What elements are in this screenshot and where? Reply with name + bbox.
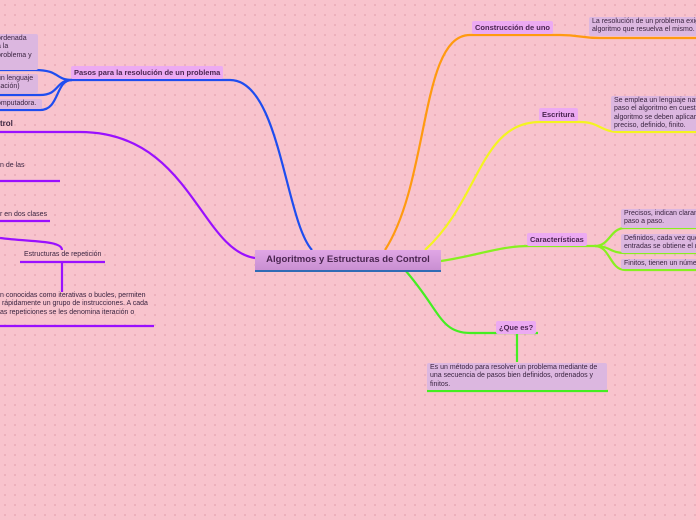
control-item-1[interactable]: n de las (0, 162, 25, 169)
node-caracteristicas[interactable]: Características (527, 233, 587, 246)
root-node[interactable]: Algoritmos y Estructuras de Control (255, 250, 441, 272)
pasos-item-1[interactable]: ordenada a la problema y (0, 34, 38, 70)
repeticion-text[interactable]: n conocidas como iterativas o bucles, pe… (0, 292, 148, 316)
caracteristicas-item-1[interactable]: Precisos, indican claram paso a paso. (621, 209, 696, 228)
node-escritura[interactable]: Escritura (539, 108, 578, 121)
node-que-es[interactable]: ¿Que es? (496, 321, 537, 334)
escritura-text[interactable]: Se emplea un lenguaje nat paso el algori… (611, 96, 696, 132)
caracteristicas-item-2[interactable]: Definidos, cada vez que entradas se obti… (621, 234, 696, 253)
caracteristicas-item-3[interactable]: Finitos, tienen un núme (621, 259, 696, 270)
node-control[interactable]: trol (0, 119, 13, 128)
construccion-text[interactable]: La resolución de un problema exig algori… (589, 17, 696, 36)
control-item-2[interactable]: r en dos clases (0, 211, 48, 218)
pasos-item-2[interactable]: un lenguaje sación) (0, 74, 38, 93)
que-es-text[interactable]: Es un método para resolver un problema m… (427, 363, 607, 390)
node-pasos[interactable]: Pasos para la resolución de un problema (71, 66, 224, 79)
node-construccion[interactable]: Construcción de uno (472, 21, 553, 34)
node-repeticion[interactable]: Estructuras de repetición (24, 251, 102, 258)
pasos-item-3[interactable]: omputadora. (0, 99, 42, 110)
